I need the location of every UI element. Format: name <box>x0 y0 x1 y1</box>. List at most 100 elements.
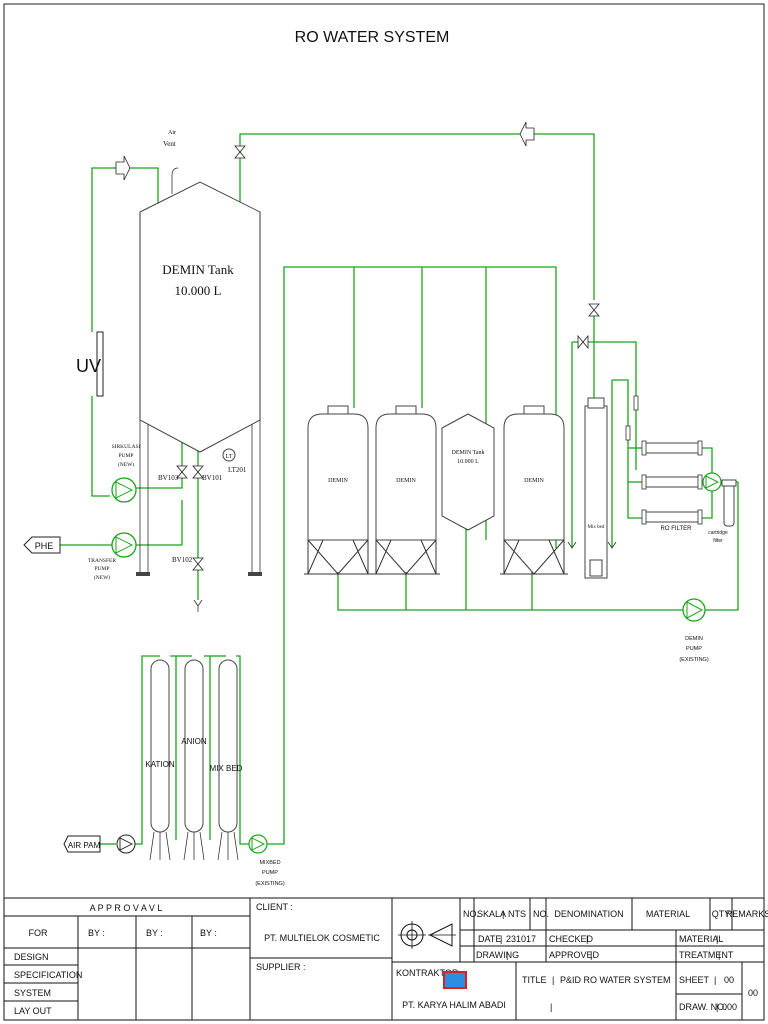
demin-vessels: DEMIN DEMIN DEMIN <box>304 405 568 575</box>
piping <box>60 133 739 845</box>
bv103-valve-icon <box>176 465 188 479</box>
air-pam-label: AIR PAM <box>68 841 101 850</box>
row-system: SYSTEM <box>14 988 51 998</box>
anion-column: ANION <box>181 659 207 861</box>
demin-vessel: DEMIN <box>500 405 568 575</box>
cartridge-filter-label-1: cartridge <box>708 530 728 536</box>
mix-bed-column: Mix bed <box>584 397 608 579</box>
flow-arrow-icon <box>115 155 131 181</box>
title-label: TITLE <box>522 975 547 985</box>
drain-icon <box>567 541 577 549</box>
sirkulasi-pump-icon <box>111 477 137 503</box>
uv-unit: UV <box>76 331 104 397</box>
skala-label: SKALA <box>477 909 506 919</box>
supplier-label: SUPPLIER : <box>256 962 306 972</box>
approval-by-3: BY : <box>200 928 217 938</box>
valve-icon <box>588 303 600 317</box>
title-value: P&ID RO WATER SYSTEM <box>560 975 671 985</box>
material-sep: | <box>716 934 718 944</box>
instrument-icon <box>633 395 639 411</box>
client-name: PT. MULTIELOK COSMETIC <box>264 933 380 943</box>
mix-bed-column-label: Mix bed <box>588 525 605 530</box>
demin-vessel: DEMIN <box>304 405 372 575</box>
bv101-label: BV101 <box>202 474 223 482</box>
mixbed-pump-label-3: (EXISTING) <box>255 881 285 887</box>
drain-icon <box>193 599 203 612</box>
lt-symbol: LT <box>226 454 233 460</box>
approved-sep: | <box>590 950 592 960</box>
phe-connector: PHE <box>23 536 61 554</box>
mix-bed-column-ix: MIX BED <box>210 659 243 861</box>
valve-icon <box>234 145 246 159</box>
demin-tank-volume: 10.000 L <box>175 283 222 298</box>
drawing-label: DRAWING <box>476 950 519 960</box>
mixbed-pump-label-1: MIXBED <box>259 860 280 866</box>
title-block: A P P R O V A V L FOR BY : BY : BY : DES… <box>3 897 768 1021</box>
ro-filter-label: RO FILTER <box>661 526 693 532</box>
checked-label: CHECKED <box>549 934 594 944</box>
checked-sep: | <box>586 934 588 944</box>
diagram-title: RO WATER SYSTEM <box>295 29 450 46</box>
mix-bed-label: MIX BED <box>210 764 243 773</box>
drawing-sep: | <box>506 950 508 960</box>
demin-vessel: DEMIN <box>372 405 440 575</box>
demin-pump-icon <box>682 598 706 622</box>
bv101-valve-icon <box>192 465 204 479</box>
approval-by-1: BY : <box>88 928 105 938</box>
drawno-label: DRAW. NO. <box>679 1002 727 1012</box>
anion-label: ANION <box>181 737 207 746</box>
transfer-pump-label-1: TRANSFER <box>88 558 116 564</box>
demin-vessel-label: DEMIN <box>524 478 544 484</box>
feed-pump-icon <box>116 834 136 854</box>
qty-header: QTY <box>712 909 731 919</box>
approval-for: FOR <box>29 928 48 938</box>
flow-arrow-icon <box>519 121 535 147</box>
sheet-label: SHEET <box>679 975 710 985</box>
treatment-sep: | <box>718 950 720 960</box>
material-row-label: MATERIAL <box>679 934 723 944</box>
small-tank-name: DEMIN Tank <box>452 450 485 456</box>
title-sep: | <box>552 975 554 985</box>
valve-icon <box>577 334 589 350</box>
level-transmitter-icon <box>222 448 236 462</box>
date-sep: | <box>500 934 502 944</box>
demin-tank-small: DEMIN Tank 10.000 L <box>441 413 495 531</box>
remarks-header: REMARKS <box>726 909 768 919</box>
client-label: CLIENT : <box>256 902 293 912</box>
demin-tank-large: Air Vent DEMIN Tank 10.000 L LT LT201 <box>136 130 262 576</box>
instrument-icon <box>625 425 631 441</box>
ro-pump-icon <box>702 472 722 492</box>
row-specification: SPECIFICATION <box>14 970 82 980</box>
denomination-header: DENOMINATION <box>554 909 623 919</box>
approval-header: A P P R O V A V L <box>90 903 163 913</box>
sheet-sep: | <box>714 975 716 985</box>
air-vent-label: Air <box>168 130 176 136</box>
lt-tag: LT201 <box>228 466 247 474</box>
drawno-sep: | <box>716 1002 718 1012</box>
kation-column: KATION <box>145 659 175 861</box>
projection-symbol-icon <box>398 921 456 949</box>
row-design: DESIGN <box>14 952 49 962</box>
approved-label: APPROVED <box>549 950 600 960</box>
kontraktor-logo <box>443 971 467 989</box>
treatment-label: TREATMENT <box>679 950 734 960</box>
demin-pump-label-2: PUMP <box>686 646 702 652</box>
skala-sep: | <box>502 909 504 919</box>
mixbed-pump-label-2: PUMP <box>262 870 278 876</box>
date-label: DATE <box>478 934 501 944</box>
sirkulasi-pump-label-3: (NEW) <box>118 461 134 468</box>
transfer-pump-icon <box>111 532 137 558</box>
air-pam-connector: AIR PAM <box>63 835 101 853</box>
cartridge-filter-label-2: filter <box>713 538 723 544</box>
no-label-2: NO. <box>533 909 549 919</box>
bv102-valve-icon <box>192 557 204 571</box>
demin-vessel-label: DEMIN <box>396 478 416 484</box>
cartridge-filter: cartridge filter <box>708 479 737 544</box>
sirkulasi-pump-label-1: SIRKULASI <box>112 444 141 450</box>
demin-pump-label-3: (EXISTING) <box>679 657 709 663</box>
bv103-label: BV103 <box>158 474 179 482</box>
kation-label: KATION <box>145 760 174 769</box>
row-layout: LAY OUT <box>14 1006 52 1016</box>
skala-value: NTS <box>508 909 526 919</box>
